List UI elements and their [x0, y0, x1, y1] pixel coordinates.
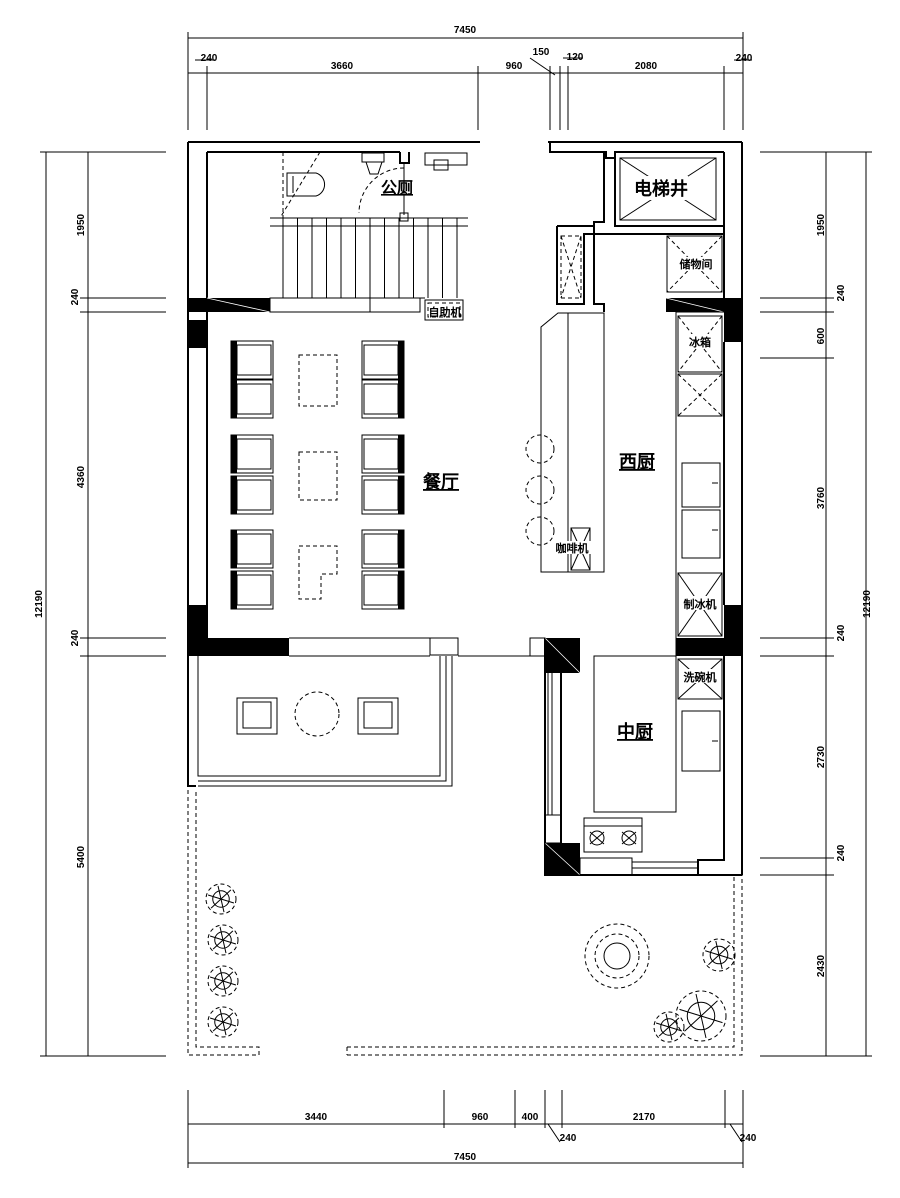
coffee-label: 咖啡机	[556, 541, 589, 555]
top-dim-4: 150	[533, 47, 550, 58]
top-dim-5: 120	[567, 52, 584, 63]
right-dim-3: 600	[816, 327, 827, 344]
top-dim-1: 240	[201, 53, 218, 64]
right-dim-7: 240	[836, 844, 847, 861]
bottom-total-dim: 7450	[454, 1152, 477, 1163]
right-dimensions: 1950 240 600 3760 240 2730 240 2430 1219…	[760, 151, 873, 1057]
tree-symbol	[207, 965, 239, 997]
right-dim-6: 2730	[816, 745, 827, 768]
left-total-dim: 12190	[34, 590, 45, 618]
ice-label: 制冰机	[684, 597, 717, 611]
chinese-kitchen: 洗碗机 中厨	[544, 658, 723, 876]
tree-symbol	[702, 938, 736, 972]
left-dim-1: 1950	[76, 213, 87, 236]
tree-symbol	[207, 924, 239, 956]
dining-chair	[230, 340, 274, 380]
west-kitchen-label: 西厨	[619, 452, 655, 473]
bottom-dimensions: 3440 960 400 2170 240 240 7450	[187, 1090, 757, 1168]
vending-machine: 自助机	[424, 299, 464, 321]
bottom-dim-4: 2170	[633, 1112, 656, 1123]
right-dim-1: 1950	[816, 213, 827, 236]
garden	[187, 790, 743, 1056]
dining-chair	[361, 434, 405, 474]
left-dim-2: 240	[70, 288, 81, 305]
dining-chair	[361, 379, 405, 419]
top-dimensions: 7450 240 3660 960 150 120 2080 240	[187, 25, 753, 130]
top-dim-3: 960	[506, 61, 523, 72]
interior-openings	[289, 637, 546, 657]
top-dim-2: 3660	[331, 61, 354, 72]
dining-chair	[361, 340, 405, 380]
dining-label: 餐厅	[422, 471, 459, 493]
left-dim-4: 240	[70, 629, 81, 646]
bottom-dim-3: 400	[522, 1112, 539, 1123]
dining-chair	[361, 570, 405, 610]
toilet-label: 公厕	[381, 178, 413, 197]
right-dim-4: 3760	[816, 486, 827, 509]
storage-label: 储物间	[680, 257, 713, 271]
dishwasher-label: 洗碗机	[684, 670, 717, 684]
dining-chair	[230, 570, 274, 610]
right-dim-5: 240	[836, 624, 847, 641]
staircase	[269, 217, 468, 313]
top-dim-6: 2080	[635, 61, 658, 72]
tree-symbol	[653, 1011, 685, 1043]
dining-chair	[230, 475, 274, 515]
dining-chair	[230, 434, 274, 474]
tree-symbol	[675, 990, 727, 1042]
chinese-kitchen-label: 中厨	[617, 721, 653, 743]
dining-chair	[230, 529, 274, 569]
left-dim-3: 4360	[76, 465, 87, 488]
dining-chair	[361, 475, 405, 515]
right-total-dim: 12190	[862, 590, 873, 618]
toilet-area: 公厕	[279, 151, 468, 222]
dining-room: 餐厅	[230, 340, 459, 610]
west-kitchen: 冰箱 制冰机 咖啡机 西厨	[525, 311, 724, 813]
bottom-dim-6: 240	[740, 1133, 757, 1144]
bottom-dim-2: 960	[472, 1112, 489, 1123]
bottom-dim-1: 3440	[305, 1112, 328, 1123]
tree-symbol	[207, 1006, 239, 1038]
left-dimensions: 1950 240 4360 240 5400 12190	[34, 151, 166, 1057]
dining-chair	[230, 379, 274, 419]
top-total-dim: 7450	[454, 25, 477, 36]
left-dim-5: 5400	[76, 845, 87, 868]
elevator-label: 电梯井	[634, 178, 688, 200]
storage-room: 储物间	[556, 225, 723, 312]
elevator-shaft: 电梯井	[593, 152, 724, 235]
top-dim-7: 240	[736, 53, 753, 64]
tree-symbol	[205, 883, 237, 915]
bottom-dim-5: 240	[560, 1133, 577, 1144]
right-dim-2: 240	[836, 284, 847, 301]
dining-chair	[361, 529, 405, 569]
private-room	[187, 656, 453, 787]
right-dim-8: 2430	[816, 954, 827, 977]
fridge-label: 冰箱	[689, 335, 711, 349]
vending-label: 自助机	[429, 305, 462, 319]
